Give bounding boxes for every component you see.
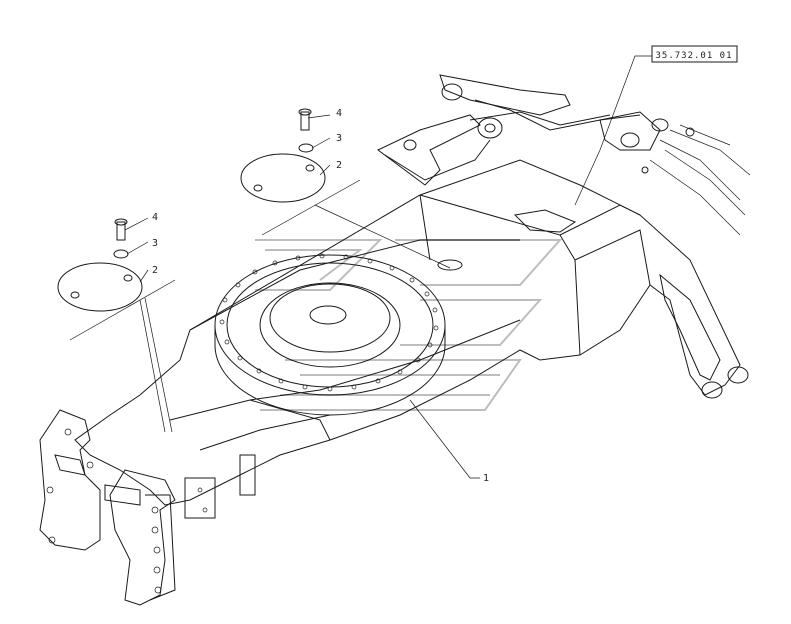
callout-washer-right: 3 xyxy=(336,133,342,144)
callout-cover-right: 2 xyxy=(336,160,342,171)
callout-frame: 1 xyxy=(483,473,489,484)
boom-assembly xyxy=(377,74,751,236)
slewing-ring xyxy=(214,253,446,416)
reference-leader xyxy=(574,55,652,206)
callout-leaders xyxy=(69,114,480,479)
reference-box[interactable]: 35.732.01 01 xyxy=(651,45,738,63)
reference-number: 35.732.01 01 xyxy=(655,51,732,61)
callout-washer-left: 3 xyxy=(152,238,158,249)
callout-bolt-right: 4 xyxy=(336,108,342,119)
left-cover-parts xyxy=(57,218,143,312)
front-mounting-plates xyxy=(39,409,256,606)
callout-cover-left: 2 xyxy=(152,265,158,276)
main-frame xyxy=(74,159,749,506)
callout-bolt-left: 4 xyxy=(152,212,158,223)
right-cover-parts xyxy=(240,108,326,203)
